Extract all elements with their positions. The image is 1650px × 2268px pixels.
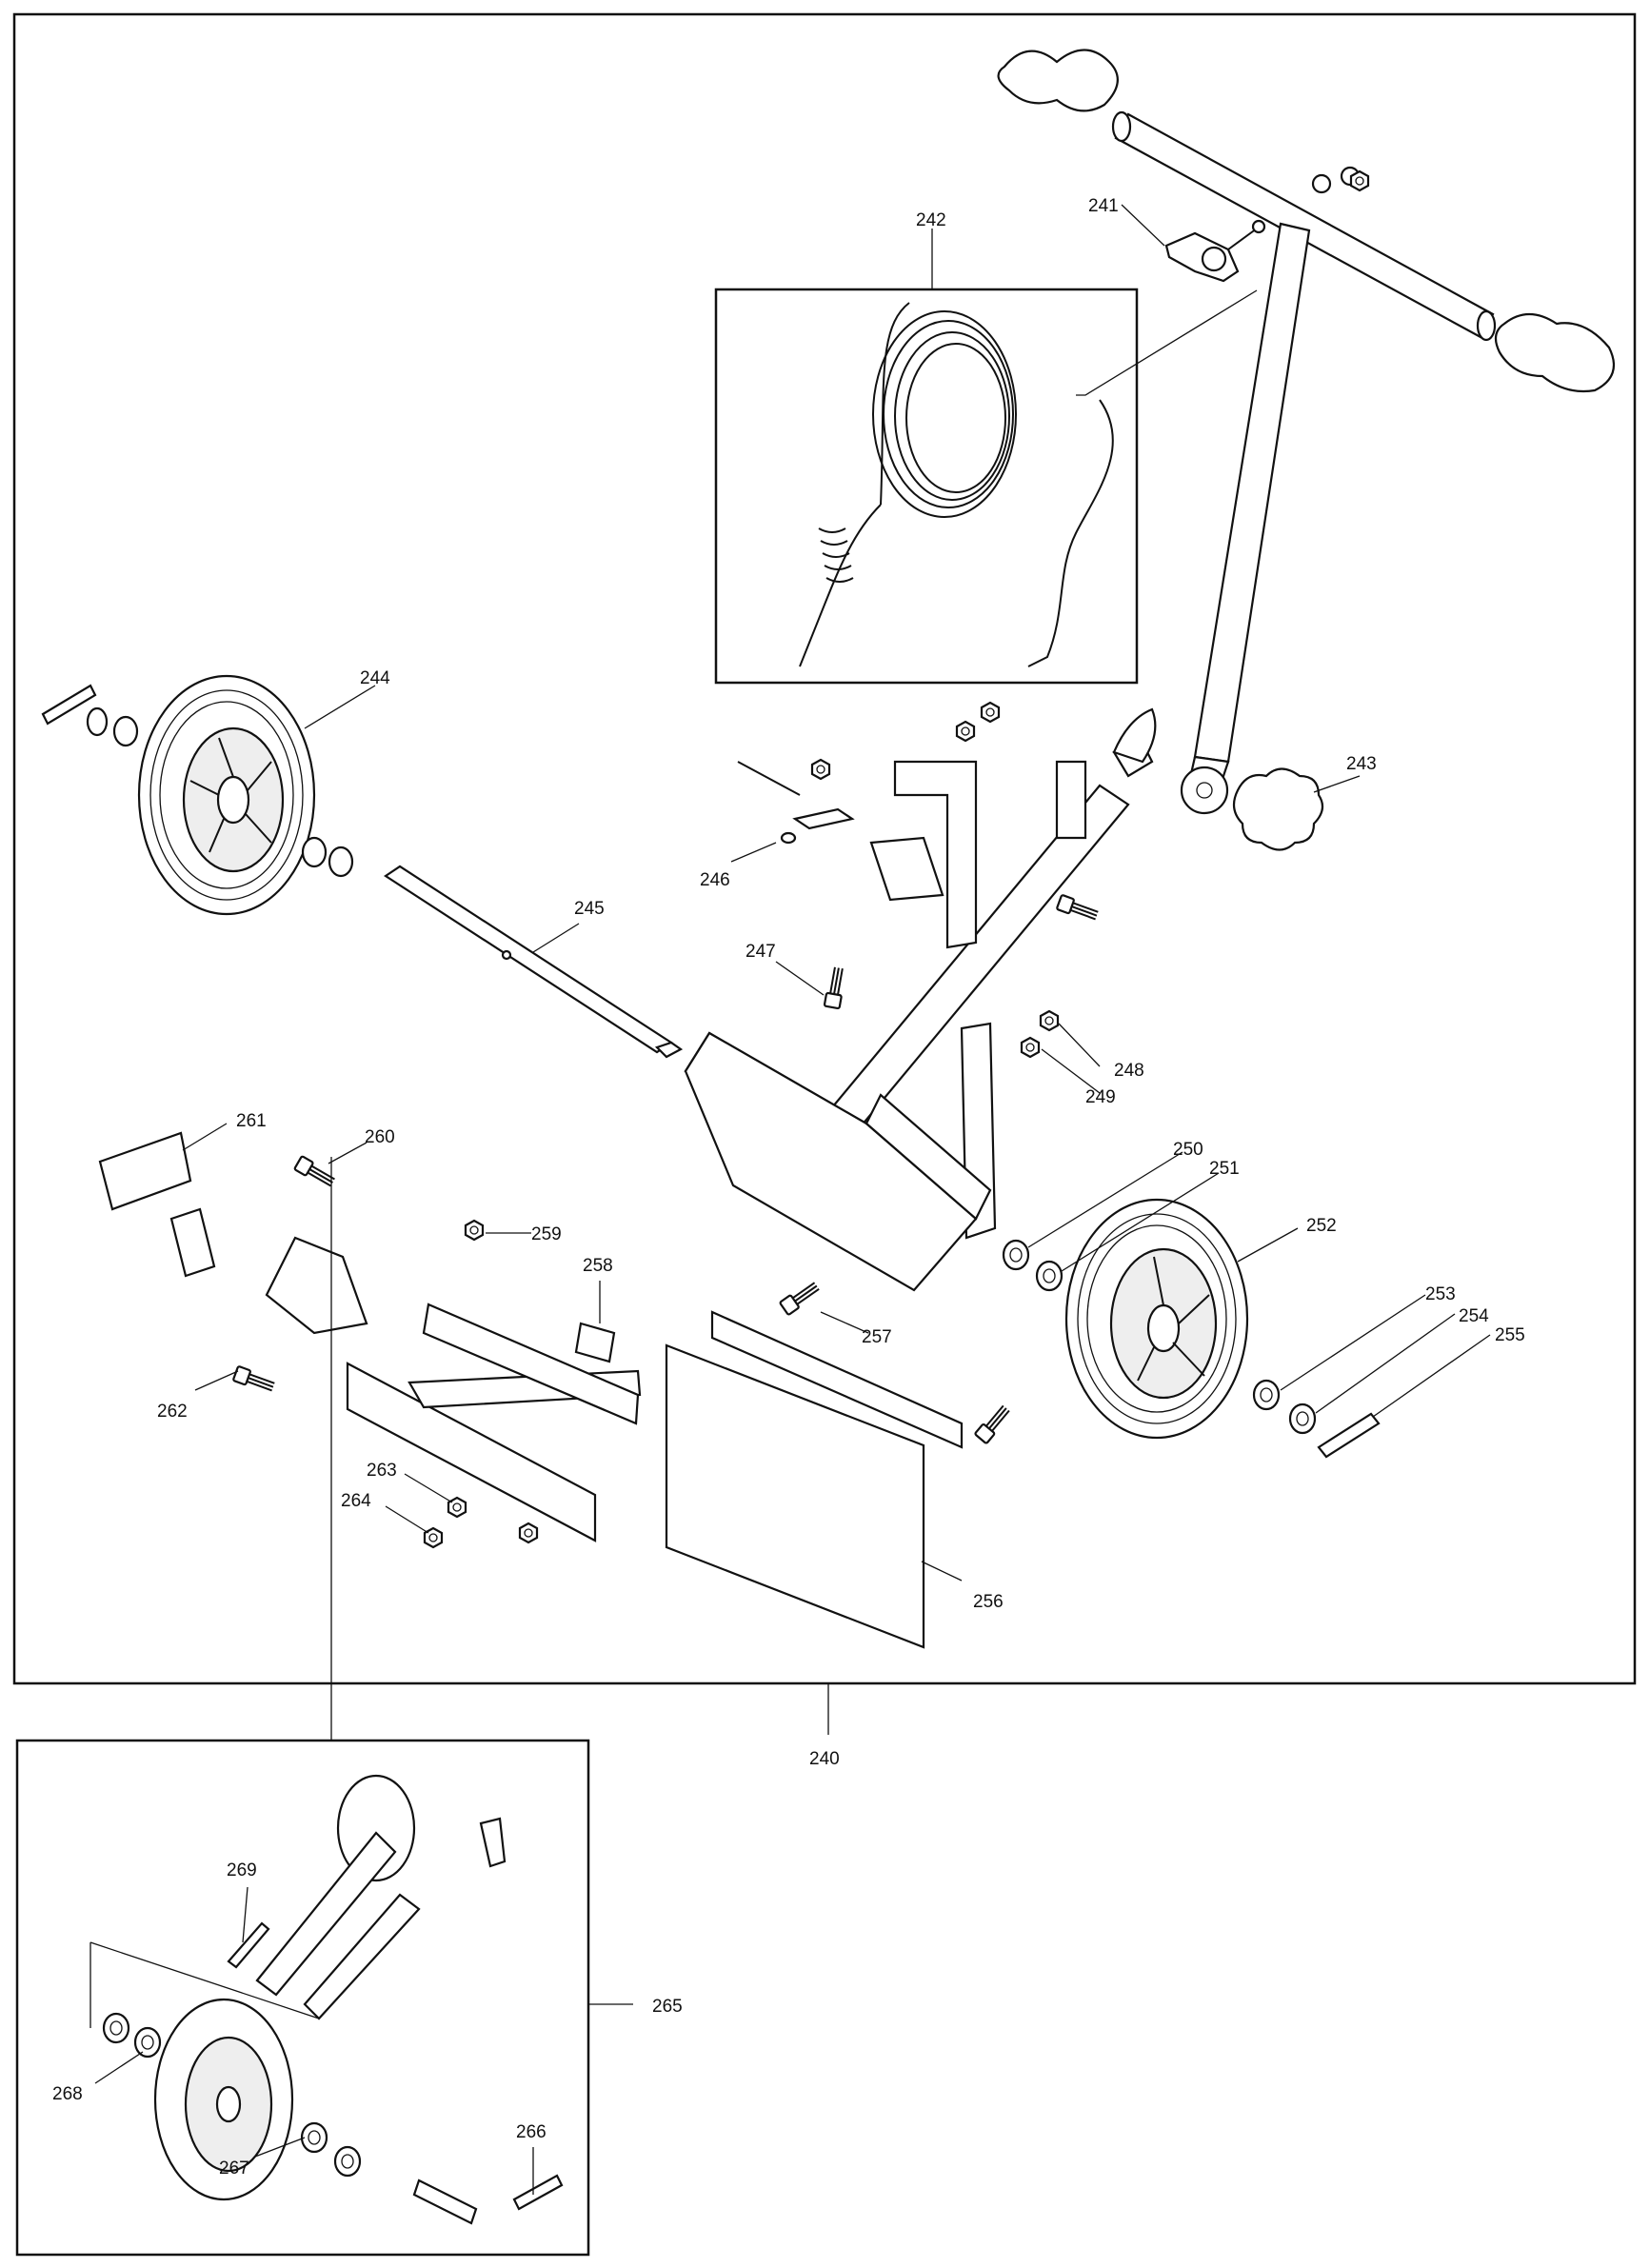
callout-266: 266 (516, 2122, 547, 2142)
inset-frame-242 (714, 288, 1139, 685)
callout-255: 255 (1495, 1325, 1525, 1345)
callout-240: 240 (809, 1749, 840, 1769)
scraper-plates (98, 1131, 964, 1649)
wheel-244 (137, 674, 316, 916)
leader-lines (89, 204, 1491, 2195)
callout-267: 267 (219, 2159, 249, 2178)
callout-242: 242 (916, 210, 946, 230)
callout-248: 248 (1114, 1061, 1144, 1081)
callout-268: 268 (52, 2084, 83, 2104)
main-assembly-frame (12, 12, 1637, 1685)
callout-264: 264 (341, 1491, 371, 1511)
callout-259: 259 (531, 1224, 562, 1244)
callout-265: 265 (652, 1997, 683, 2017)
callout-244: 244 (360, 668, 390, 688)
knob-243 (1232, 767, 1324, 851)
callout-247: 247 (745, 942, 776, 962)
wheel-assembly-265 (102, 1774, 564, 2225)
callout-241: 241 (1088, 196, 1119, 216)
detail-frame-265 (15, 1739, 590, 2257)
callout-262: 262 (157, 1402, 188, 1422)
handle-bar (997, 49, 1616, 393)
callout-252: 252 (1306, 1216, 1337, 1236)
wheel-252 (1064, 1198, 1249, 1440)
callout-labels: 242 241 243 244 245 246 247 248 249 250 … (52, 196, 1525, 2178)
bracket-246 (737, 758, 855, 845)
callout-250: 250 (1173, 1140, 1203, 1160)
callout-256: 256 (973, 1592, 1004, 1612)
callout-257: 257 (862, 1327, 892, 1347)
callout-253: 253 (1425, 1284, 1456, 1304)
callout-246: 246 (700, 870, 730, 890)
main-frame (684, 707, 1157, 1292)
callout-254: 254 (1459, 1306, 1489, 1326)
callout-251: 251 (1209, 1159, 1240, 1179)
left-wheel-hardware (41, 684, 354, 878)
handle-upright (1180, 222, 1311, 815)
callout-263: 263 (367, 1461, 397, 1481)
callout-269: 269 (227, 1860, 257, 1880)
right-wheel-hardware (1002, 1239, 1381, 1459)
callout-245: 245 (574, 899, 605, 919)
callout-249: 249 (1085, 1087, 1116, 1107)
control-cable-coil (799, 302, 1114, 667)
callout-260: 260 (365, 1127, 395, 1147)
axle-245 (383, 865, 684, 1059)
callout-258: 258 (583, 1256, 613, 1276)
callout-243: 243 (1346, 754, 1377, 774)
lever-241 (1076, 219, 1266, 396)
callout-261: 261 (236, 1111, 267, 1131)
